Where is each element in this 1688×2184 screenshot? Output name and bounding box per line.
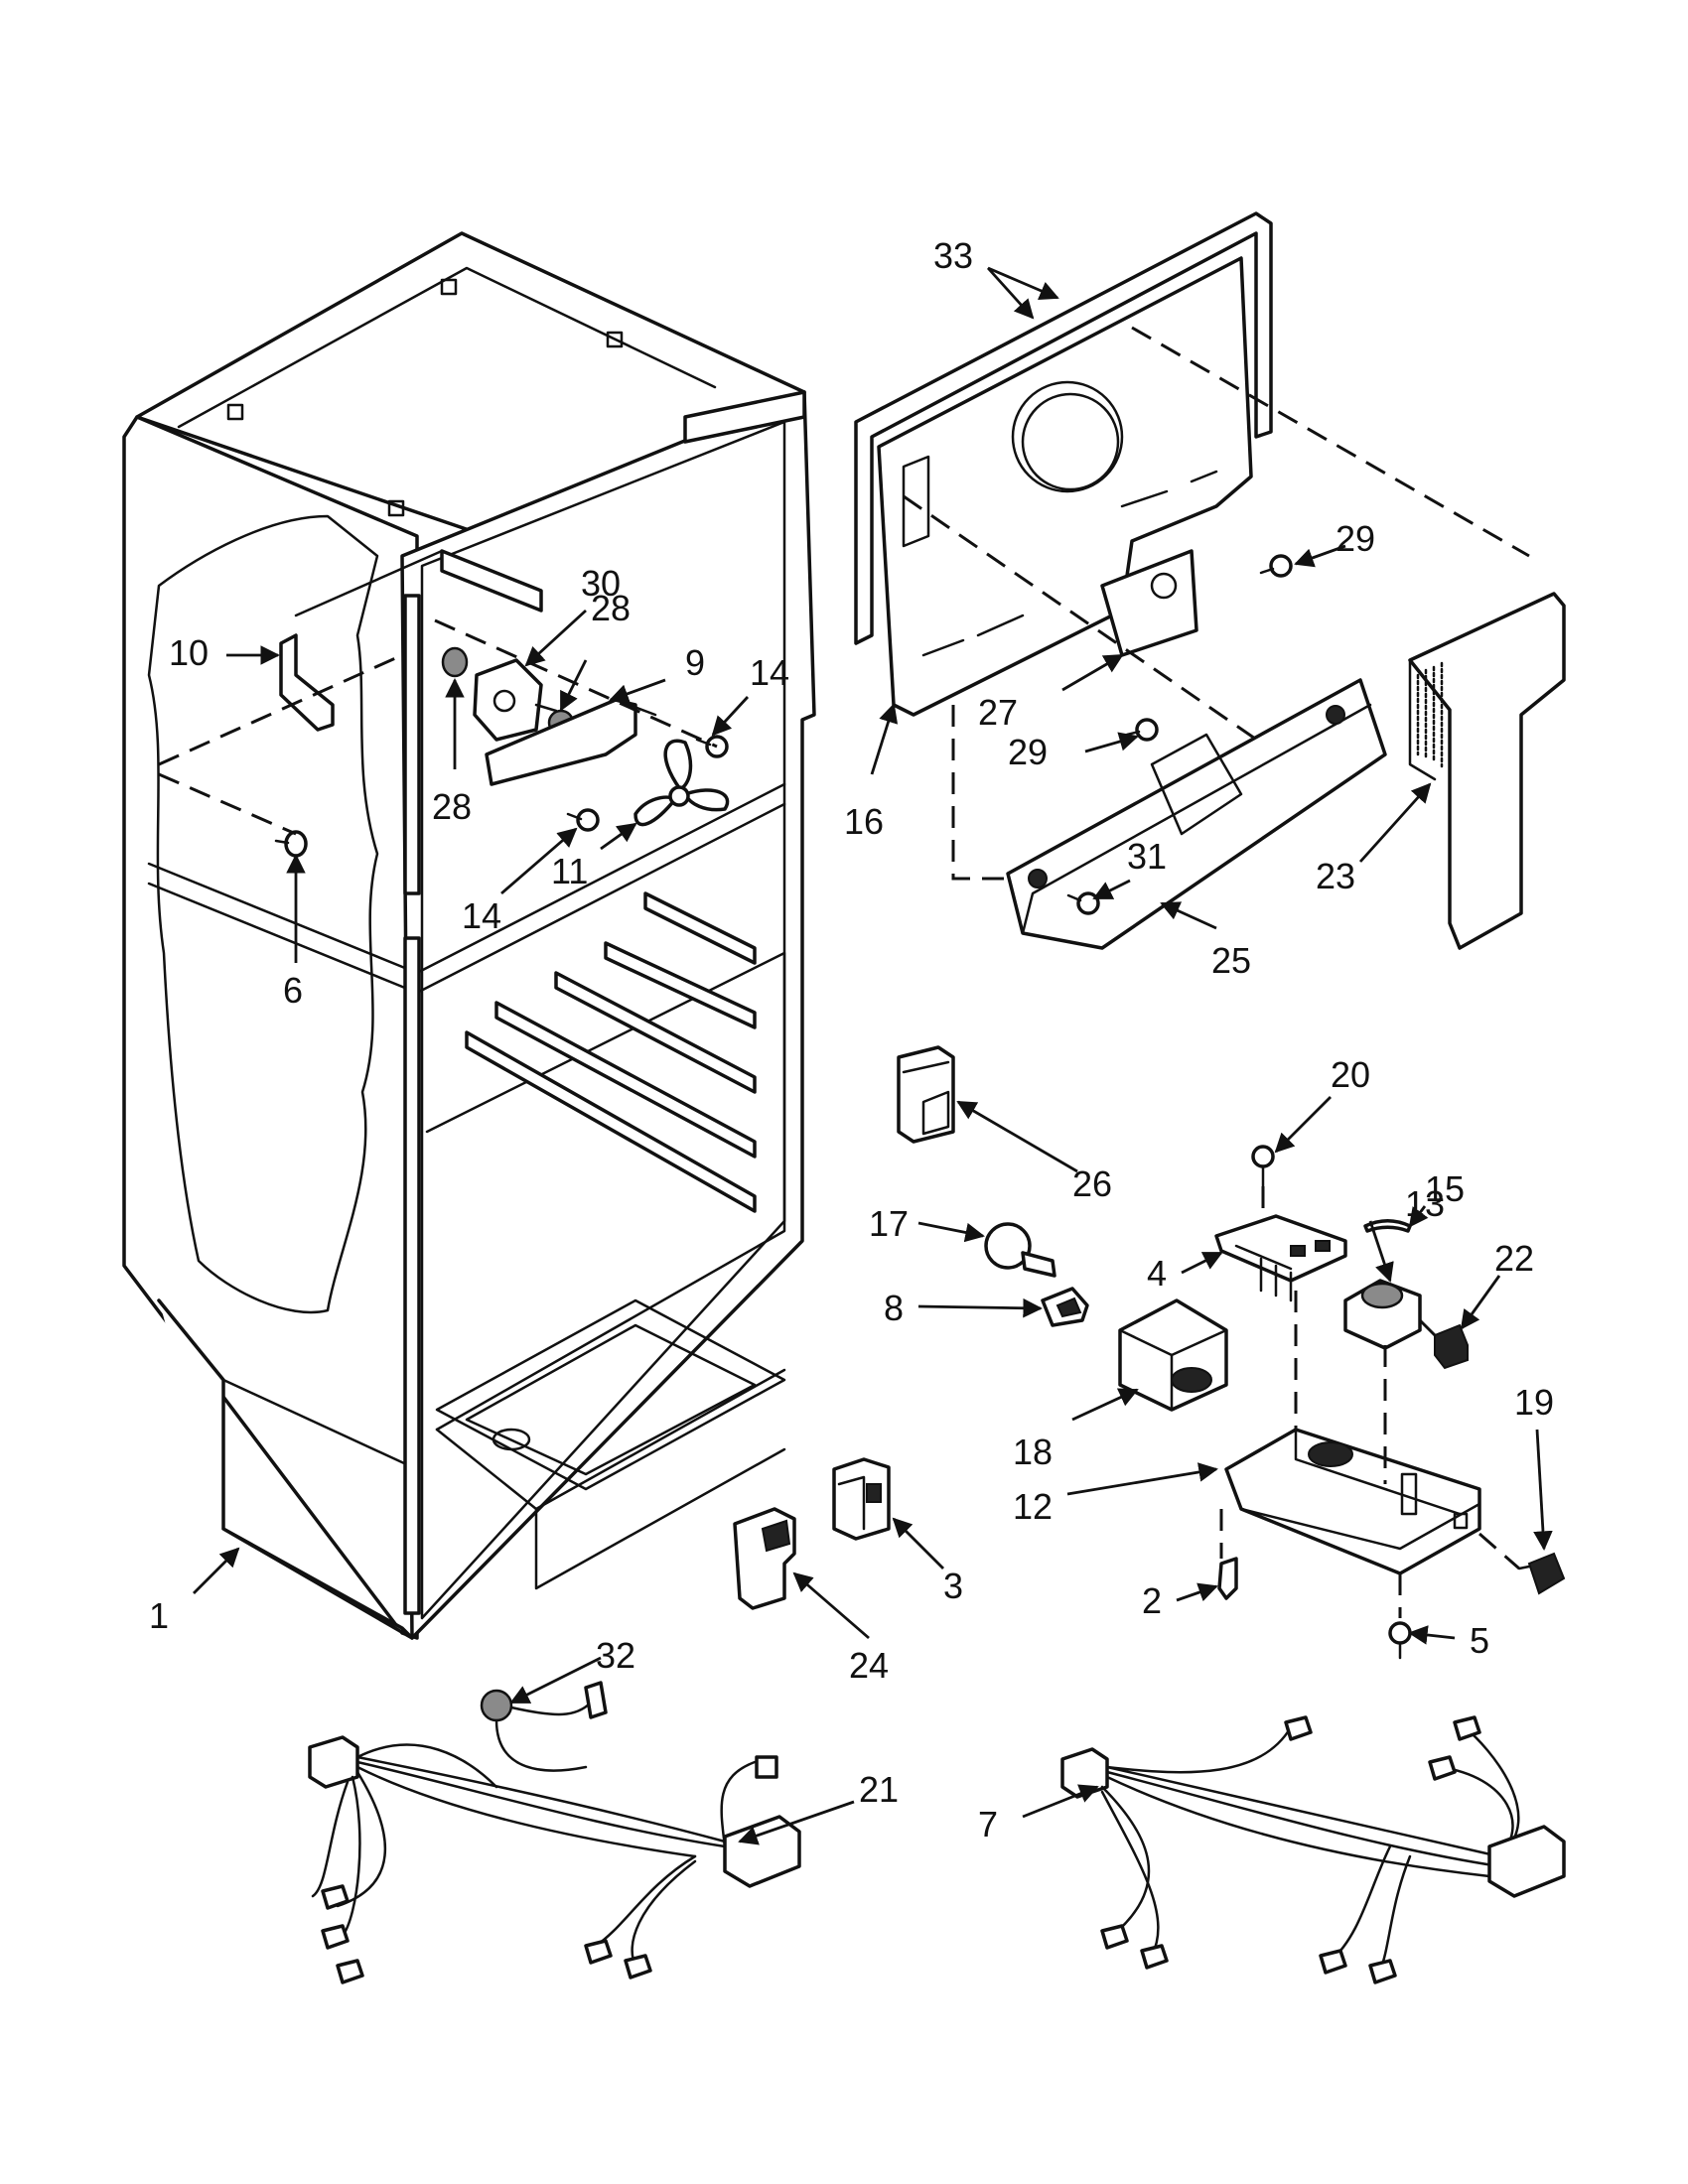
light-socket xyxy=(1041,1287,1089,1327)
callout-14a: 14 xyxy=(750,652,789,693)
callout-29a: 29 xyxy=(1336,518,1375,559)
screw-5 xyxy=(1388,1621,1412,1660)
light-bulb xyxy=(984,1222,1056,1278)
callout-28a: 28 xyxy=(432,786,472,827)
shelf-rails xyxy=(465,390,806,1213)
bracket-rail xyxy=(294,549,444,617)
callout-labels: 1 2 3 4 5 6 7 8 9 10 11 12 13 14 14 15 1… xyxy=(149,235,1554,1844)
callout-17: 17 xyxy=(869,1203,909,1244)
callout-23: 23 xyxy=(1316,856,1355,896)
thermostat xyxy=(1343,1279,1422,1350)
callout-25: 25 xyxy=(1211,940,1251,981)
control-part-24 xyxy=(733,1507,796,1610)
callout-31: 31 xyxy=(1127,836,1167,877)
callout-12: 12 xyxy=(1013,1486,1053,1527)
callout-26: 26 xyxy=(1072,1163,1112,1204)
callout-30: 30 xyxy=(581,563,621,604)
fan-blade xyxy=(633,739,730,827)
callout-22: 22 xyxy=(1494,1238,1534,1279)
callout-1: 1 xyxy=(149,1595,169,1636)
callout-8: 8 xyxy=(884,1288,904,1328)
top-bracket xyxy=(440,549,543,613)
callout-19: 19 xyxy=(1514,1382,1554,1423)
screw-14b xyxy=(566,808,600,832)
wire-harness-21 xyxy=(308,1735,801,1984)
callout-5: 5 xyxy=(1470,1620,1489,1661)
callout-21: 21 xyxy=(859,1769,899,1810)
callout-20: 20 xyxy=(1331,1054,1370,1095)
motor-bracket xyxy=(473,658,558,742)
screw-20 xyxy=(1251,1145,1275,1188)
callout-13: 13 xyxy=(1405,1183,1445,1224)
callout-9: 9 xyxy=(685,642,705,683)
screw-29b xyxy=(1125,718,1159,742)
air-diffuser xyxy=(1006,678,1387,950)
callout-3: 3 xyxy=(943,1566,963,1606)
callout-16: 16 xyxy=(844,801,884,842)
callout-10: 10 xyxy=(169,632,209,673)
control-housing xyxy=(1224,1428,1481,1575)
control-board xyxy=(1214,1214,1347,1302)
callout-14b: 14 xyxy=(462,895,501,936)
seal-strip xyxy=(1363,1219,1412,1233)
callout-4: 4 xyxy=(1147,1253,1167,1294)
callout-18: 18 xyxy=(1013,1432,1053,1472)
air-duct xyxy=(1408,592,1566,950)
control-part-3 xyxy=(832,1457,891,1541)
callout-33: 33 xyxy=(933,235,973,276)
callout-27: 27 xyxy=(978,692,1018,733)
callout-7: 7 xyxy=(978,1804,998,1844)
thermal-fuse-32 xyxy=(480,1681,608,1772)
callout-24: 24 xyxy=(849,1645,889,1686)
callout-15: 15 xyxy=(1425,1168,1465,1209)
screw-14a xyxy=(695,735,729,758)
leader-lines xyxy=(193,266,1553,1845)
light-shield xyxy=(1118,1298,1228,1412)
grommet-left xyxy=(441,646,469,678)
light-switch xyxy=(1517,1552,1566,1595)
evaporator-cover-assembly xyxy=(854,211,1530,881)
wire-harness-7 xyxy=(1060,1715,1566,1984)
callout-6: 6 xyxy=(283,970,303,1011)
callout-2: 2 xyxy=(1142,1580,1162,1621)
callout-28b: 28 xyxy=(591,588,631,628)
callout-11: 11 xyxy=(551,851,588,891)
screw-2 xyxy=(1217,1557,1238,1600)
callout-32: 32 xyxy=(596,1635,635,1676)
bracket xyxy=(279,633,335,732)
control-knob xyxy=(1434,1323,1469,1370)
control-part-26 xyxy=(897,1045,955,1144)
screw-29a xyxy=(1259,554,1293,578)
callout-29b: 29 xyxy=(1008,732,1048,772)
